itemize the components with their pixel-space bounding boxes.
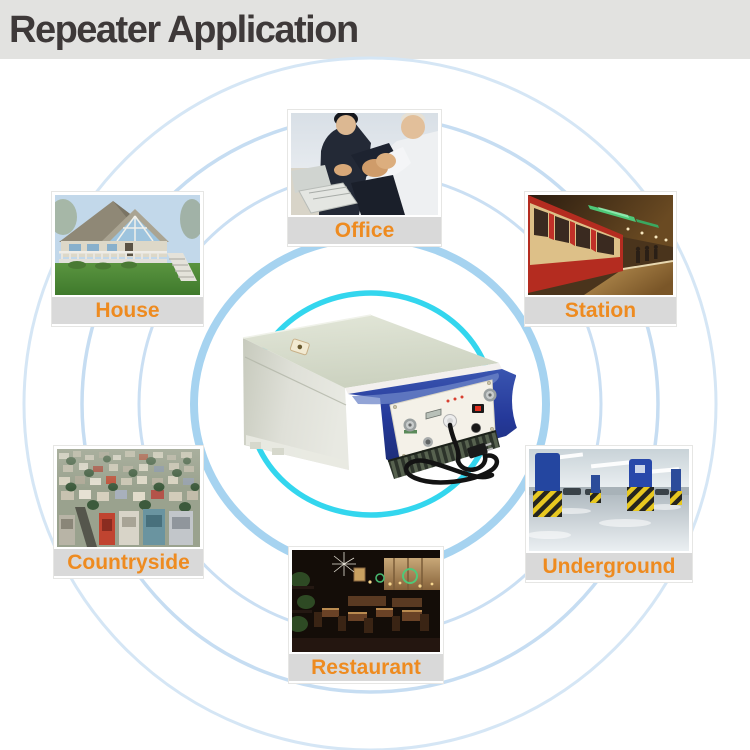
rf-connector-left (403, 418, 417, 434)
device-top-lid (242, 314, 499, 388)
device-side-panel (243, 338, 349, 470)
signal-ring-outer-3 (22, 56, 718, 750)
app-label-house: House (52, 297, 203, 324)
app-card-office: Office (288, 110, 441, 246)
app-card-restaurant: Restaurant (289, 547, 443, 683)
app-label-underground: Underground (526, 553, 692, 580)
app-card-countryside: Countryside (54, 446, 203, 578)
serial-port (425, 408, 442, 420)
office-photo (291, 113, 438, 215)
app-label-station: Station (525, 297, 676, 324)
lid-label-sticker (289, 338, 310, 356)
power-switch (472, 404, 484, 413)
pillar-left (533, 453, 562, 517)
status-leds (446, 395, 464, 403)
header-banner: Repeater Application (0, 0, 750, 59)
house-photo (55, 195, 200, 295)
countryside-photo (57, 449, 200, 547)
app-label-restaurant: Restaurant (289, 654, 443, 681)
rf-connector-right (483, 388, 497, 402)
restaurant-photo (292, 550, 440, 652)
app-card-house: House (52, 192, 203, 326)
repeater-device (242, 314, 524, 485)
device-heatsink (387, 430, 500, 479)
chandelier (332, 552, 356, 576)
power-cord (404, 422, 500, 485)
app-label-countryside: Countryside (54, 549, 203, 576)
neon-sign (402, 568, 418, 584)
adjust-knob (471, 423, 481, 433)
power-plug (467, 442, 494, 459)
station-photo (528, 195, 673, 295)
app-card-underground: Underground (526, 446, 692, 582)
app-card-station: Station (525, 192, 676, 326)
device-lid-edge (345, 363, 502, 394)
pillar-right (627, 459, 654, 511)
app-label-office: Office (288, 217, 441, 244)
underground-photo (529, 449, 689, 551)
page-title: Repeater Application (9, 8, 359, 51)
